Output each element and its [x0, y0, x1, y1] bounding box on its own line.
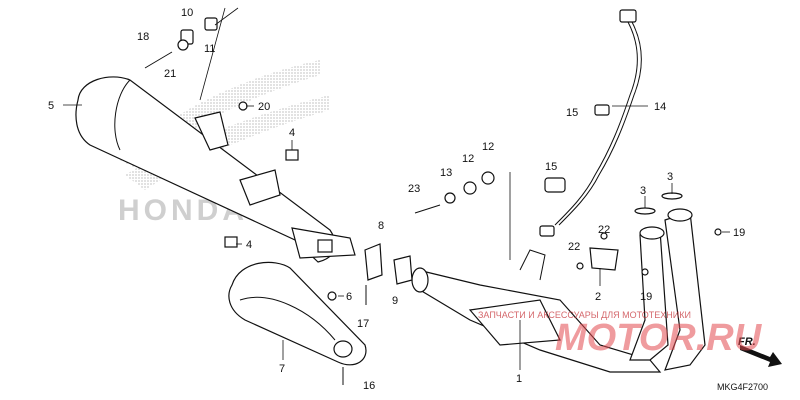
- callout-22-left: 22: [568, 241, 580, 253]
- callout-11: 11: [204, 43, 215, 55]
- callout-13: 13: [440, 167, 452, 179]
- callout-18: 18: [137, 31, 149, 43]
- callout-15-lower: 15: [545, 161, 557, 173]
- exhaust-pipe-assembly: [411, 208, 706, 373]
- callout-3-right: 3: [667, 171, 673, 183]
- callout-15-upper: 15: [566, 107, 578, 119]
- callout-19-right: 19: [733, 227, 745, 239]
- callout-21: 21: [164, 68, 176, 80]
- gasket-left: [634, 207, 656, 215]
- callout-1: 1: [516, 373, 522, 385]
- muffler-body: [75, 76, 356, 263]
- callout-12-left: 12: [462, 153, 474, 165]
- callout-19-lower: 19: [640, 291, 652, 303]
- callout-3-left: 3: [640, 185, 646, 197]
- joint-gasket: [393, 255, 413, 285]
- watermark-tagline: ЗАПЧАСТИ И АКСЕССУАРЫ ДЛЯ МОТОТЕХНИКИ: [478, 310, 691, 320]
- band-clamp: [364, 243, 383, 281]
- callout-14: 14: [654, 101, 666, 113]
- callout-5: 5: [48, 100, 54, 112]
- callout-6: 6: [346, 291, 352, 303]
- callout-20: 20: [258, 101, 270, 113]
- front-label: FR.: [738, 336, 756, 348]
- callout-7: 7: [279, 363, 285, 375]
- callout-10: 10: [181, 7, 193, 19]
- callout-12-right: 12: [482, 141, 494, 153]
- callout-9: 9: [392, 295, 398, 307]
- hardware: [144, 17, 722, 385]
- callout-22-right: 22: [598, 224, 610, 236]
- callout-23: 23: [408, 183, 420, 195]
- callout-4-lower: 4: [246, 239, 252, 251]
- callout-8: 8: [378, 220, 384, 232]
- leader-lines: [63, 7, 730, 370]
- site-watermark: ЗАПЧАСТИ И АКСЕССУАРЫ ДЛЯ МОТОТЕХНИКИ MO…: [478, 310, 763, 359]
- front-direction-arrow: FR.: [738, 336, 782, 367]
- muffler-cover: [228, 261, 367, 366]
- watermark-domain: MOTOR.RU: [555, 317, 763, 359]
- callout-labels: 5 10 11 18 21 20 4 4 6 17 7 16 8 9 23 13…: [48, 7, 745, 392]
- callout-16: 16: [363, 380, 375, 392]
- o2-sensor: [539, 9, 642, 237]
- callout-2: 2: [595, 291, 601, 303]
- callout-17: 17: [357, 318, 369, 330]
- diagram-code: MKG4F2700: [717, 382, 768, 392]
- callout-4-upper: 4: [289, 127, 295, 139]
